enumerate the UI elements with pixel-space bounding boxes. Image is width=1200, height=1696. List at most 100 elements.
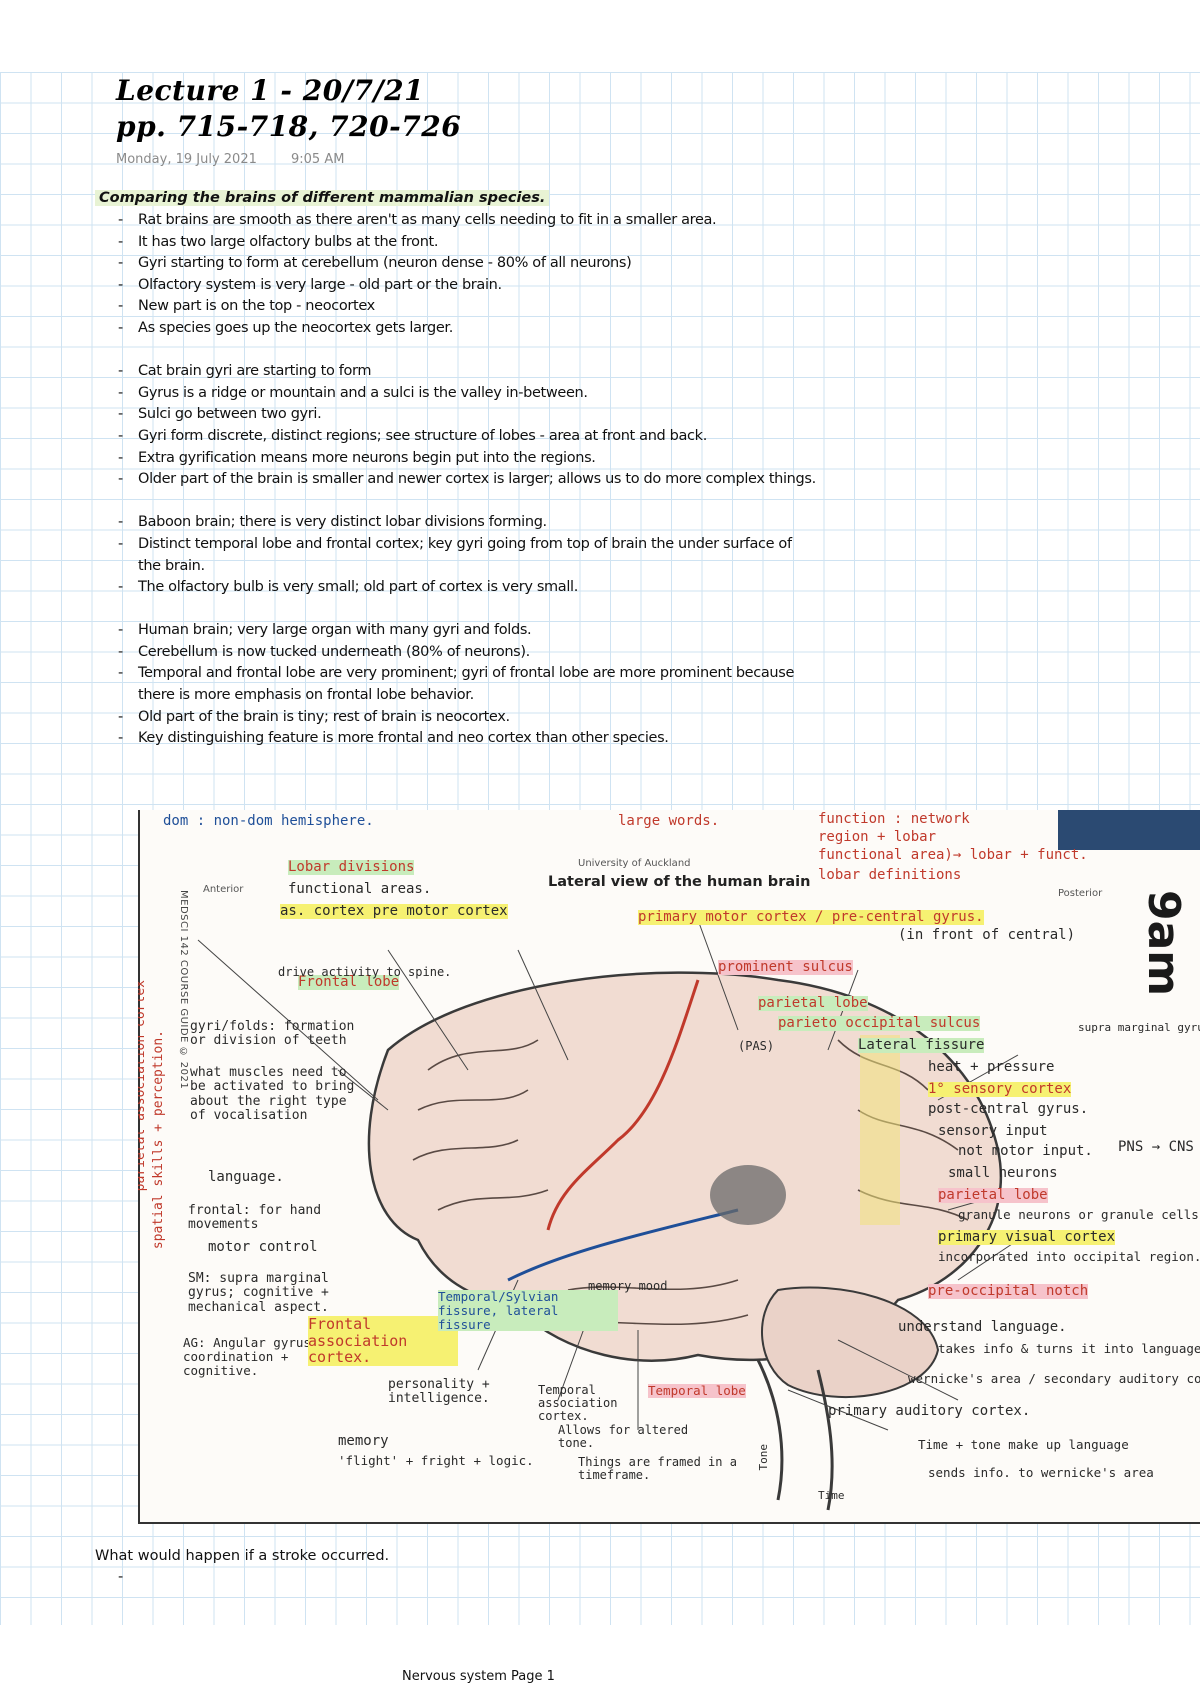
note-parietal-lobe: parietal lobe xyxy=(938,1187,1048,1204)
note-parietal-association: parietal association cortex xyxy=(138,980,148,1192)
note-sends-info: sends info. to wernicke's area xyxy=(928,1465,1154,1480)
note-lateral-fissure: Lateral fissure xyxy=(858,1037,985,1054)
bullet-item: Extra gyrification means more neurons be… xyxy=(118,448,818,470)
insula-shading xyxy=(710,1165,786,1225)
central-sulcus-line xyxy=(546,979,700,1231)
bullet-item: Olfactory system is very large - old par… xyxy=(118,275,818,297)
note-pas-label: (PAS) xyxy=(738,1039,775,1053)
bullet-item: Human brain; very large organ with many … xyxy=(118,620,818,642)
top-margin xyxy=(0,0,1200,72)
page-subtitle: pp. 715-718, 720-726 xyxy=(116,110,462,143)
bullet-item: New part is on the top - neocortex xyxy=(118,296,818,318)
bottom-margin xyxy=(0,1625,1200,1696)
anterior-label: Anterior xyxy=(203,884,244,895)
figure-university: University of Auckland xyxy=(578,858,691,869)
note-what-muscles: what muscles need to be activated to bri… xyxy=(190,1065,355,1123)
note-spatial-skills: spatial skills + perception. xyxy=(151,1030,166,1250)
note-temporal-association: Temporal association cortex. xyxy=(538,1383,618,1424)
course-guide-label: MEDSCI 142 COURSE GUIDE © 2021 xyxy=(178,890,189,1090)
bullet-item: Cat brain gyri are starting to form xyxy=(118,361,818,383)
note-motor-control: motor control xyxy=(208,1239,318,1255)
note-functional-areas: functional areas. xyxy=(288,881,432,897)
stroke-question: What would happen if a stroke occurred. xyxy=(95,1548,390,1564)
note-sensory-cortex: 1° sensory cortex xyxy=(928,1081,1072,1098)
bullet-item: Key distinguishing feature is more front… xyxy=(118,728,818,750)
note-gyri-formation: gyri/folds: formation or division of tee… xyxy=(190,1019,355,1049)
note-parietal-lobe-top: parietal lobe xyxy=(758,995,868,1012)
bullet-item: Temporal and frontal lobe are very promi… xyxy=(118,663,818,706)
posterior-label: Posterior xyxy=(1058,888,1103,899)
note-wernickes: wernicke's area / secondary auditory cor… xyxy=(908,1371,1200,1386)
note-fright: 'flight' + fright + logic. xyxy=(338,1453,534,1468)
section-heading: Comparing the brains of different mammal… xyxy=(95,190,550,206)
note-broca-frontal: frontal: for hand movements xyxy=(188,1203,322,1233)
bullet-item: As species goes up the neocortex gets la… xyxy=(118,318,818,340)
page-title: Lecture 1 - 20/7/21 xyxy=(116,74,425,107)
page-metadata: Monday, 19 July 2021 9:05 AM xyxy=(116,152,374,167)
note-things-framed: Things are framed in a timeframe. xyxy=(578,1455,737,1483)
note-pns-cns: PNS → CNS xyxy=(1118,1139,1194,1155)
page-time: 9:05 AM xyxy=(291,152,345,167)
bullet-item: Gyrus is a ridge or mountain and a sulci… xyxy=(118,383,818,405)
brain-illustration xyxy=(197,919,1019,1511)
note-temporal-sylvian: Temporal/Sylvian fissure, lateral fissur… xyxy=(438,1290,618,1332)
time-tag: 9am xyxy=(1138,890,1189,997)
bullet-item: Old part of the brain is tiny; rest of b… xyxy=(118,707,818,729)
bullet-item: Sulci go between two gyri. xyxy=(118,404,818,426)
note-memory-mood: memory mood xyxy=(588,1279,668,1293)
figure-border-left xyxy=(138,810,140,1524)
note-pre-occipital: pre-occipital notch xyxy=(928,1283,1089,1300)
bullet-item: Distinct temporal lobe and frontal corte… xyxy=(118,534,818,577)
bullet-item: It has two large olfactory bulbs at the … xyxy=(118,232,818,254)
note-understand-language: understand language. xyxy=(898,1319,1067,1335)
bullet-item: The olfactory bulb is very small; old pa… xyxy=(118,577,818,599)
bullet-item: Older part of the brain is smaller and n… xyxy=(118,469,818,491)
note-region-lobar: region + lobar xyxy=(818,829,937,845)
note-incorporated: incorporated into occipital region. xyxy=(938,1249,1200,1264)
note-time-tone: Time + tone make up language xyxy=(918,1437,1129,1452)
bullet-list: Rat brains are smooth as there aren't as… xyxy=(118,210,818,750)
note-functional-area-lobar: functional area)→ lobar + funct. xyxy=(818,847,1088,863)
note-function-network: function : network xyxy=(818,811,970,827)
bullet-item: Gyri form discrete, distinct regions; se… xyxy=(118,426,818,448)
lateral-fissure-line xyxy=(507,1208,739,1282)
bullet-item: Rat brains are smooth as there aren't as… xyxy=(118,210,818,232)
note-sensory-input: sensory input xyxy=(938,1123,1048,1139)
note-sm-supra: SM: supra marginal gyrus; cognitive + me… xyxy=(188,1271,329,1315)
note-prominent-sulcus: prominent sulcus xyxy=(718,959,853,976)
note-dom-hemisphere: dom : non-dom hemisphere. xyxy=(163,813,374,829)
figure-heading: Lateral view of the human brain xyxy=(548,874,811,890)
note-allows-tone: Allows for altered tone. xyxy=(558,1423,689,1451)
note-heat-pressure: heat + pressure xyxy=(928,1059,1055,1075)
note-ag-angular: AG: Angular gyrus. coordination + cognit… xyxy=(183,1335,319,1378)
note-personality: personality + intelligence. xyxy=(388,1377,490,1407)
note-primary-auditory: primary auditory cortex. xyxy=(828,1403,1031,1419)
axis-tone-label: Tone xyxy=(757,1444,770,1471)
axis-time-label: Time xyxy=(818,1489,845,1502)
note-temporal-lobe: Temporal lobe xyxy=(648,1383,746,1398)
note-frontal-lobe: Frontal lobe xyxy=(298,974,400,991)
parietal-association-highlight xyxy=(860,1035,900,1225)
note-lobar-divisions: Lobar divisions xyxy=(288,859,415,876)
note-in-front: (in front of central) xyxy=(898,927,1076,943)
figure-border-bottom xyxy=(138,1522,1200,1524)
note-takes-turns: takes info & turns it into language. xyxy=(938,1341,1200,1356)
page-date: Monday, 19 July 2021 xyxy=(116,152,257,167)
note-parieto-occipital: parieto occipital sulcus xyxy=(778,1015,981,1032)
bullet-spacer xyxy=(118,599,818,621)
note-primary-visual: primary visual cortex xyxy=(938,1229,1116,1246)
page-footer: Nervous system Page 1 xyxy=(402,1669,555,1684)
note-language: language. xyxy=(208,1169,284,1185)
note-memory: memory xyxy=(338,1433,389,1449)
bullet-item: Cerebellum is now tucked underneath (80%… xyxy=(118,642,818,664)
stroke-bullet: - xyxy=(118,1569,124,1585)
bullet-item: Gyri starting to form at cerebellum (neu… xyxy=(118,253,818,275)
figure-header-band xyxy=(1058,810,1200,850)
note-granule: granule neurons or granule cells. xyxy=(958,1207,1200,1222)
brain-outline xyxy=(367,971,1003,1511)
note-frontal-association: Frontal association cortex. xyxy=(308,1316,458,1366)
bullet-item: Baboon brain; there is very distinct lob… xyxy=(118,512,818,534)
note-lobar-definitions: lobar definitions xyxy=(818,867,962,883)
note-not-motor: not motor input. xyxy=(958,1143,1093,1159)
note-assoc-cortex: as. cortex pre motor cortex xyxy=(280,903,508,920)
